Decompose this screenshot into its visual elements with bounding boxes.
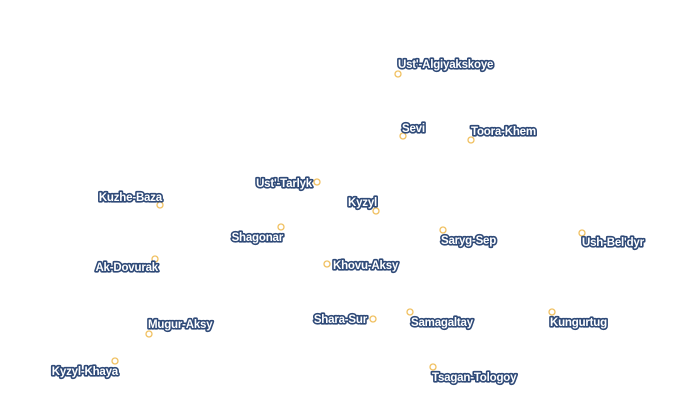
place-ust-tarlyk[interactable]: Ust'-Tarlyk <box>254 176 321 192</box>
settlement-dot-icon <box>145 330 153 338</box>
place-sevi[interactable]: Sevi <box>399 121 427 140</box>
place-label: Ust'-Algiyakskoye <box>398 59 493 71</box>
place-saryg-sep[interactable]: Saryg-Sep <box>439 226 498 249</box>
place-label: Toora-Khem <box>471 126 536 138</box>
place-label: Samagaltay <box>411 317 474 329</box>
place-tsagan-tologoy[interactable]: Tsagan-Tologoy <box>429 363 519 386</box>
settlement-dot-icon <box>394 70 402 78</box>
settlement-dot-icon <box>323 260 331 268</box>
settlement-dot-icon <box>151 255 159 263</box>
place-shagonar[interactable]: Shagonar <box>230 223 286 246</box>
place-kyzyl[interactable]: Kyzyl <box>346 195 380 215</box>
place-label: Kyzyl <box>348 197 377 209</box>
place-kyzyl-khaya[interactable]: Kyzyl-Khaya <box>50 357 121 380</box>
place-mugur-aksy[interactable]: Mugur-Aksy <box>145 317 215 338</box>
place-shara-sur[interactable]: Shara-Sur <box>312 312 377 328</box>
place-samagaltay[interactable]: Samagaltay <box>406 308 476 331</box>
place-label: Ush-Bel'dyr <box>582 237 645 249</box>
settlement-dot-icon <box>156 201 164 209</box>
place-kuzhe-baza[interactable]: Kuzhe-Baza <box>97 190 165 209</box>
place-label: Kyzyl-Khaya <box>52 366 119 378</box>
place-label: Sevi <box>402 123 425 135</box>
settlement-dot-icon <box>439 226 447 234</box>
place-ak-dovurak[interactable]: Ak-Dovurak <box>94 255 161 276</box>
settlement-dot-icon <box>313 178 321 186</box>
place-ust-algiyakskoye[interactable]: Ust'-Algiyakskoye <box>394 57 495 78</box>
place-label: Shara-Sur <box>314 314 368 326</box>
settlement-dot-icon <box>369 315 377 323</box>
place-label: Ak-Dovurak <box>95 262 158 274</box>
settlement-dot-icon <box>406 308 414 316</box>
settlement-dot-icon <box>111 357 119 365</box>
settlement-dot-icon <box>467 136 475 144</box>
settlement-dot-icon <box>372 207 380 215</box>
place-label: Tsagan-Tologoy <box>432 372 517 384</box>
place-label: Kungurtug <box>550 317 607 329</box>
place-ush-beldyr[interactable]: Ush-Bel'dyr <box>578 229 646 251</box>
place-label: Kuzhe-Baza <box>99 192 163 204</box>
place-label: Saryg-Sep <box>441 235 496 247</box>
settlement-dot-icon <box>277 223 285 231</box>
place-khovu-aksy[interactable]: Khovu-Aksy <box>323 258 401 274</box>
settlement-dot-icon <box>578 229 586 237</box>
place-label: Mugur-Aksy <box>148 319 213 331</box>
place-label: Ust'-Tarlyk <box>256 178 313 190</box>
place-label: Shagonar <box>232 232 284 244</box>
settlement-dot-icon <box>548 308 556 316</box>
settlement-dot-icon <box>429 363 437 371</box>
place-label: Khovu-Aksy <box>333 260 399 272</box>
place-toora-khem[interactable]: Toora-Khem <box>467 124 538 144</box>
settlement-dot-icon <box>399 132 407 140</box>
place-kungurtug[interactable]: Kungurtug <box>548 308 609 331</box>
